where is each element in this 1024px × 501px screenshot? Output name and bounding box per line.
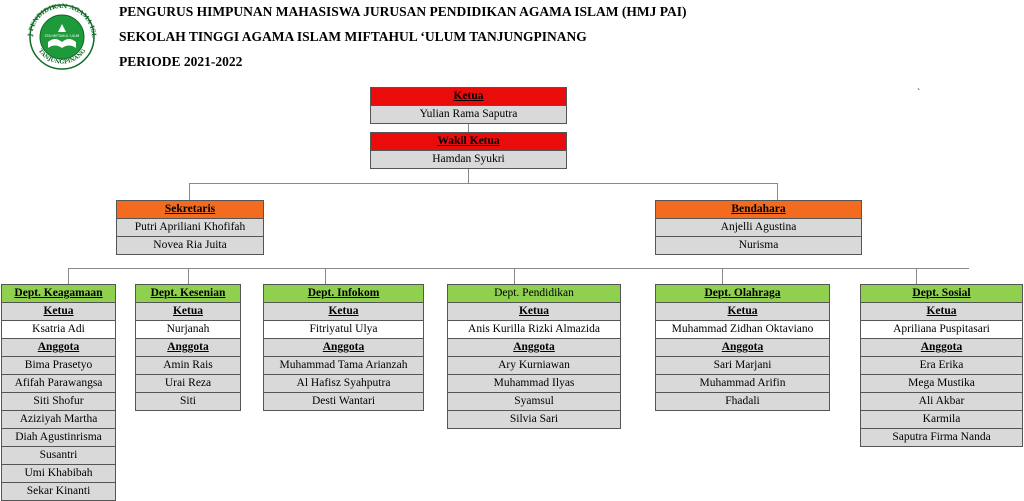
dept-pendidikan-ketua-name: Anis Kurilla Rizki Almazida bbox=[448, 320, 620, 338]
dept-kesenian-anggota-label: Anggota bbox=[136, 338, 240, 356]
connector-sekretaris bbox=[189, 183, 190, 200]
header-line-2: SEKOLAH TINGGI AGAMA ISLAM MIFTAHUL ‘ULU… bbox=[119, 29, 587, 44]
ketua-name: Yulian Rama Saputra bbox=[371, 105, 566, 123]
dept-keagamaan-anggota-label: Anggota bbox=[2, 338, 115, 356]
connector-dept-keagamaan bbox=[68, 268, 69, 284]
hmj-pai-logo: HMJ PENDIDIKAN AGAMA ISLAM TANJUNGPINANG… bbox=[22, 2, 97, 70]
bendahara-title: Bendahara bbox=[656, 201, 861, 218]
dept-keagamaan-member-6: Susantri bbox=[2, 446, 115, 464]
dept-infokom-ketua-name: Fitriyatul Ulya bbox=[264, 320, 423, 338]
dept-olahraga-member-3: Fhadali bbox=[656, 392, 829, 410]
wakil-name: Hamdan Syukri bbox=[371, 150, 566, 168]
dept-kesenian-box: Dept. Kesenian Ketua Nurjanah Anggota Am… bbox=[135, 284, 241, 411]
dept-infokom-member-1: Muhammad Tama Arianzah bbox=[264, 356, 423, 374]
connector-bendahara bbox=[777, 183, 778, 200]
connector-dept-pendidikan bbox=[514, 268, 515, 284]
header-line-3: PERIODE 2021-2022 bbox=[119, 54, 243, 69]
dept-pendidikan-title: Dept. Pendidikan bbox=[448, 285, 620, 302]
dept-olahraga-member-2: Muhammad Arifin bbox=[656, 374, 829, 392]
dept-kesenian-ketua-name: Nurjanah bbox=[136, 320, 240, 338]
dept-keagamaan-member-7: Umi Khabibah bbox=[2, 464, 115, 482]
dept-kesenian-title: Dept. Kesenian bbox=[136, 285, 240, 302]
dept-keagamaan-member-3: Siti Shofur bbox=[2, 392, 115, 410]
dept-sosial-ketua-label: Ketua bbox=[861, 302, 1022, 320]
dept-keagamaan-ketua-name: Ksatria Adi bbox=[2, 320, 115, 338]
dept-kesenian-member-3: Siti bbox=[136, 392, 240, 410]
connector-dept-bar bbox=[68, 268, 969, 269]
dept-sosial-member-2: Mega Mustika bbox=[861, 374, 1022, 392]
wakil-title: Wakil Ketua bbox=[371, 133, 566, 150]
dept-kesenian-ketua-label: Ketua bbox=[136, 302, 240, 320]
sekretaris-name-1: Putri Apriliani Khofifah bbox=[117, 218, 263, 236]
dept-keagamaan-member-5: Diah Agustinrisma bbox=[2, 428, 115, 446]
connector-sek-ben-bar bbox=[189, 183, 778, 184]
dept-pendidikan-ketua-label: Ketua bbox=[448, 302, 620, 320]
dept-sosial-anggota-label: Anggota bbox=[861, 338, 1022, 356]
dept-olahraga-ketua-name: Muhammad Zidhan Oktaviano bbox=[656, 320, 829, 338]
logo-inner-text: STAI MIFTAHUL 'ULUM bbox=[45, 34, 80, 38]
connector-wakil-down bbox=[468, 166, 469, 183]
connector-dept-infokom bbox=[325, 268, 326, 284]
dept-keagamaan-member-2: Afifah Parawangsa bbox=[2, 374, 115, 392]
dept-keagamaan-box: Dept. Keagamaan Ketua Ksatria Adi Anggot… bbox=[1, 284, 116, 501]
dept-infokom-member-3: Desti Wantari bbox=[264, 392, 423, 410]
bendahara-name-1: Anjelli Agustina bbox=[656, 218, 861, 236]
dept-sosial-member-5: Saputra Firma Nanda bbox=[861, 428, 1022, 446]
dept-keagamaan-title: Dept. Keagamaan bbox=[2, 285, 115, 302]
dept-kesenian-member-1: Amin Rais bbox=[136, 356, 240, 374]
stray-mark: ` bbox=[917, 88, 921, 99]
sekretaris-title: Sekretaris bbox=[117, 201, 263, 218]
ketua-title: Ketua bbox=[371, 88, 566, 105]
dept-keagamaan-member-4: Aziziyah Martha bbox=[2, 410, 115, 428]
dept-pendidikan-anggota-label: Anggota bbox=[448, 338, 620, 356]
dept-infokom-box: Dept. Infokom Ketua Fitriyatul Ulya Angg… bbox=[263, 284, 424, 411]
dept-pendidikan-member-3: Syamsul bbox=[448, 392, 620, 410]
dept-keagamaan-member-1: Bima Prasetyo bbox=[2, 356, 115, 374]
dept-olahraga-box: Dept. Olahraga Ketua Muhammad Zidhan Okt… bbox=[655, 284, 830, 411]
dept-olahraga-ketua-label: Ketua bbox=[656, 302, 829, 320]
dept-sosial-ketua-name: Apriliana Puspitasari bbox=[861, 320, 1022, 338]
ketua-box: Ketua Yulian Rama Saputra bbox=[370, 87, 567, 124]
connector-ketua-wakil bbox=[468, 122, 469, 132]
dept-kesenian-member-2: Urai Reza bbox=[136, 374, 240, 392]
sekretaris-name-2: Novea Ria Juita bbox=[117, 236, 263, 254]
dept-sosial-member-3: Ali Akbar bbox=[861, 392, 1022, 410]
dept-infokom-member-2: Al Hafisz Syahputra bbox=[264, 374, 423, 392]
wakil-box: Wakil Ketua Hamdan Syukri bbox=[370, 132, 567, 169]
dept-olahraga-anggota-label: Anggota bbox=[656, 338, 829, 356]
dept-infokom-title: Dept. Infokom bbox=[264, 285, 423, 302]
dept-olahraga-title: Dept. Olahraga bbox=[656, 285, 829, 302]
dept-infokom-anggota-label: Anggota bbox=[264, 338, 423, 356]
dept-pendidikan-member-2: Muhammad Ilyas bbox=[448, 374, 620, 392]
dept-pendidikan-member-4: Silvia Sari bbox=[448, 410, 620, 428]
sekretaris-box: Sekretaris Putri Apriliani Khofifah Nove… bbox=[116, 200, 264, 255]
dept-sosial-title: Dept. Sosial bbox=[861, 285, 1022, 302]
dept-olahraga-member-1: Sari Marjani bbox=[656, 356, 829, 374]
dept-sosial-member-1: Era Erika bbox=[861, 356, 1022, 374]
connector-dept-sosial bbox=[916, 268, 917, 284]
dept-sosial-box: Dept. Sosial Ketua Apriliana Puspitasari… bbox=[860, 284, 1023, 447]
connector-dept-kesenian bbox=[188, 268, 189, 284]
bendahara-box: Bendahara Anjelli Agustina Nurisma bbox=[655, 200, 862, 255]
dept-infokom-ketua-label: Ketua bbox=[264, 302, 423, 320]
dept-keagamaan-ketua-label: Ketua bbox=[2, 302, 115, 320]
dept-sosial-member-4: Karmila bbox=[861, 410, 1022, 428]
connector-dept-olahraga bbox=[722, 268, 723, 284]
dept-keagamaan-member-8: Sekar Kinanti bbox=[2, 482, 115, 500]
bendahara-name-2: Nurisma bbox=[656, 236, 861, 254]
dept-pendidikan-box: Dept. Pendidikan Ketua Anis Kurilla Rizk… bbox=[447, 284, 621, 429]
dept-pendidikan-member-1: Ary Kurniawan bbox=[448, 356, 620, 374]
header-line-1: PENGURUS HIMPUNAN MAHASISWA JURUSAN PEND… bbox=[119, 4, 687, 19]
